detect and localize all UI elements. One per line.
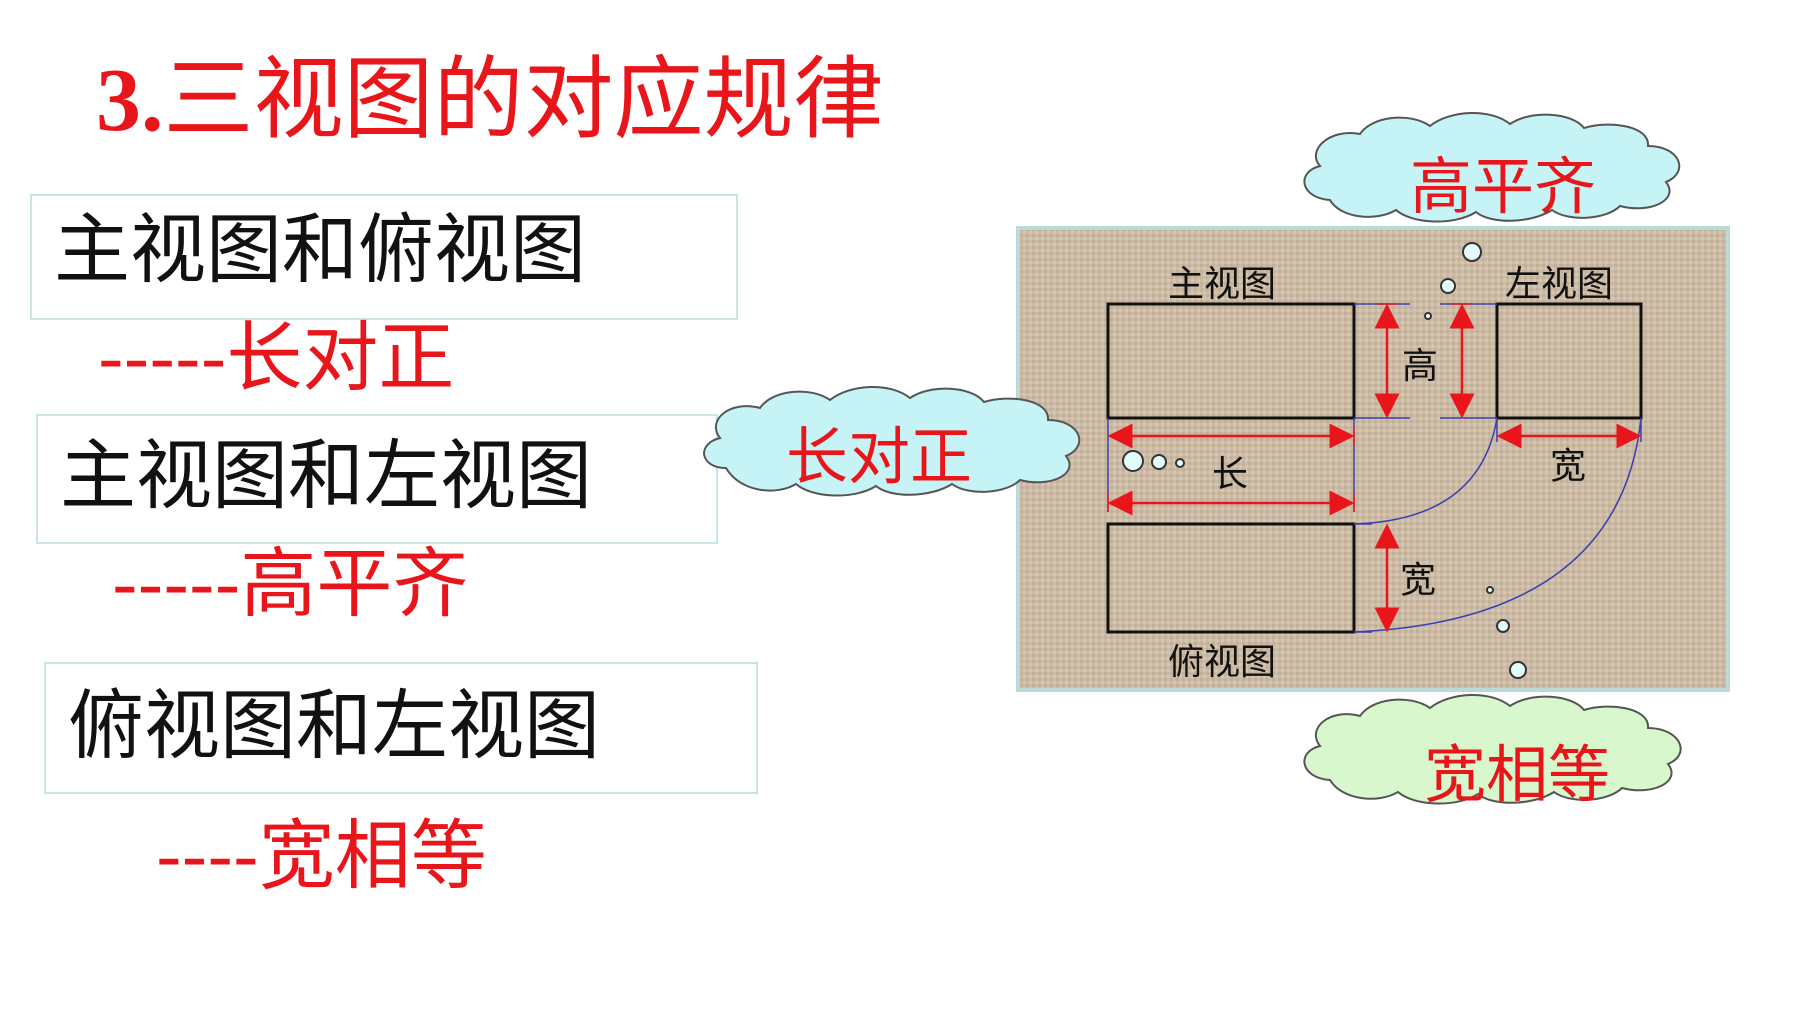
rule-pair-label: 主视图和左视图 xyxy=(60,431,592,520)
length-label: 长 xyxy=(1212,454,1248,495)
width-label-top: 宽 xyxy=(1400,560,1436,601)
top-view-rect xyxy=(1106,522,1356,634)
left-view-rect xyxy=(1495,302,1643,420)
page-title: 3.三视图的对应规律 xyxy=(96,55,884,146)
rule-text-high: -----高平齐 xyxy=(112,546,468,622)
cloud-high xyxy=(1303,112,1681,223)
rule-text-wide: ----宽相等 xyxy=(156,818,487,894)
cloud-wide xyxy=(1303,694,1682,805)
front-view-rect xyxy=(1106,302,1356,420)
rule-pair-label: 俯视图和左视图 xyxy=(68,681,600,770)
rule-dash: ----- xyxy=(112,539,241,628)
dimension-arrows xyxy=(1107,303,1642,633)
rule-dash: ----- xyxy=(98,313,227,402)
cloud-high-label: 高平齐 xyxy=(1410,150,1596,223)
rule-label: 长对正 xyxy=(226,313,455,402)
rule-pair-label: 主视图和俯视图 xyxy=(54,205,586,294)
rule-label: 高平齐 xyxy=(240,539,469,628)
rule-box-front-left: 主视图和左视图 xyxy=(36,414,718,544)
rule-box-front-top: 主视图和俯视图 xyxy=(30,194,738,320)
rule-box-top-left: 俯视图和左视图 xyxy=(44,662,758,794)
top-view-label: 俯视图 xyxy=(1168,642,1276,683)
width-label-side: 宽 xyxy=(1550,446,1586,487)
rule-label: 宽相等 xyxy=(258,811,487,900)
title-number: 3. xyxy=(96,51,164,150)
height-label: 高 xyxy=(1402,346,1438,387)
left-view-label: 左视图 xyxy=(1505,264,1613,305)
cloud-long xyxy=(703,386,1081,497)
bubble-dots xyxy=(1122,242,1527,679)
rule-text-long: -----长对正 xyxy=(98,320,454,396)
red-tick-lines xyxy=(1107,303,1472,512)
rule-dash: ---- xyxy=(156,811,259,900)
front-view-label: 主视图 xyxy=(1168,264,1276,305)
cloud-long-label: 长对正 xyxy=(786,420,972,493)
title-text: 三视图的对应规律 xyxy=(163,47,884,152)
cloud-wide-label: 宽相等 xyxy=(1424,738,1610,811)
